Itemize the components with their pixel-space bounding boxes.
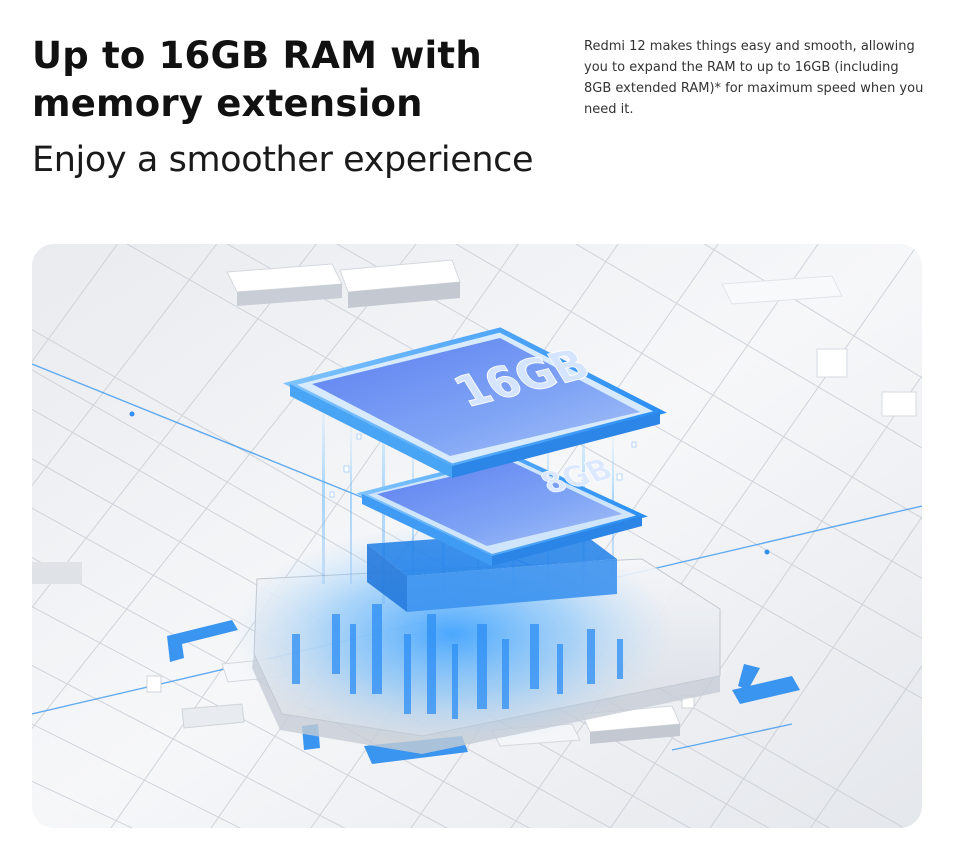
subheadline: Enjoy a smoother experience bbox=[32, 140, 534, 180]
headline: Up to 16GB RAM with memory extension bbox=[32, 32, 552, 128]
chip-8gb: 8GB bbox=[356, 453, 648, 566]
headline-line-2: memory extension bbox=[32, 82, 423, 125]
sparkle-cubes bbox=[329, 433, 637, 498]
data-pillars bbox=[292, 604, 623, 719]
chip-16gb: 16GB bbox=[282, 327, 667, 478]
memory-chip-illustration: 8GB 16GB bbox=[32, 244, 922, 828]
hero-illustration: 8GB 16GB bbox=[32, 244, 922, 828]
headline-line-1: Up to 16GB RAM with bbox=[32, 34, 482, 77]
floating-blocks bbox=[32, 259, 917, 747]
feature-description: Redmi 12 makes things easy and smooth, a… bbox=[584, 39, 924, 117]
